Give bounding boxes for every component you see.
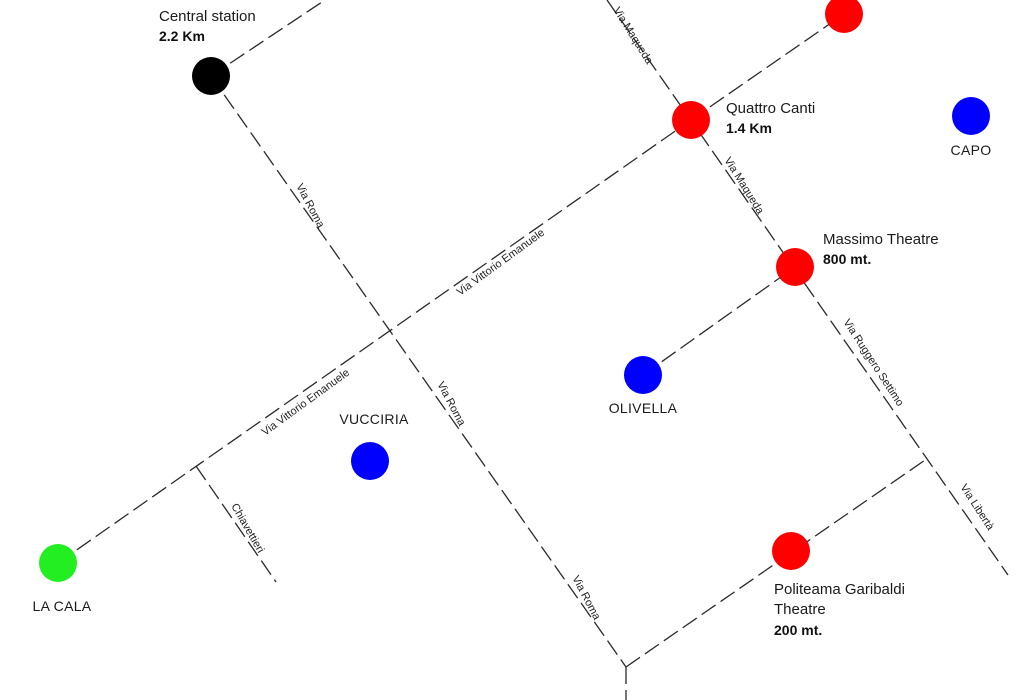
marker-quattro-canti[interactable] — [672, 101, 710, 139]
road-olivella-massimo — [642, 266, 796, 376]
marker-vucciria[interactable] — [351, 442, 389, 480]
label-quattro-canti-distance: 1.4 Km — [726, 120, 772, 136]
landmark-labels: Central station 2.2 Km Quattro Canti 1.4… — [159, 8, 939, 638]
label-massimo-theatre-distance: 800 mt. — [823, 251, 871, 267]
street-label-via-roma-north: Via Roma — [293, 182, 327, 231]
label-central-station-name: Central station — [159, 8, 256, 25]
street-label-via-roma-south: Via Roma — [569, 574, 603, 623]
street-label-chiavettieri: Chiavettieri — [228, 502, 266, 556]
road-via-vittorio-emanuele — [57, 119, 692, 564]
label-politeama-distance: 200 mt. — [774, 622, 822, 638]
road-chiavettieri — [195, 465, 277, 583]
street-label-via-ruggero-settimo: Via Ruggero Settimo — [840, 317, 905, 409]
marker-central-station[interactable] — [192, 57, 230, 95]
road-via-roma — [210, 75, 627, 668]
label-massimo-theatre-name: Massimo Theatre — [823, 231, 939, 248]
label-olivella: OLIVELLA — [609, 400, 678, 416]
street-label-via-vittorio-east: Via Vittorio Emanuele — [455, 227, 547, 299]
street-labels: Via Maqueda Via Maqueda Via Roma Via Rom… — [228, 5, 996, 622]
marker-la-cala[interactable] — [39, 544, 77, 582]
label-quattro-canti-name: Quattro Canti — [726, 100, 815, 117]
label-politeama-name-line2: Theatre — [774, 601, 826, 618]
street-label-via-liberta: Via Libertà — [957, 482, 996, 533]
label-la-cala: LA CALA — [33, 598, 92, 614]
road-network — [57, 0, 1009, 700]
marker-north-landmark[interactable] — [825, 0, 863, 33]
street-label-via-maqueda-north: Via Maqueda — [610, 5, 655, 67]
marker-massimo-theatre[interactable] — [776, 248, 814, 286]
marker-politeama[interactable] — [772, 532, 810, 570]
label-vucciria: VUCCIRIA — [339, 411, 409, 427]
road-via-maqueda — [606, 0, 1009, 576]
marker-olivella[interactable] — [624, 356, 662, 394]
street-label-via-roma-middle: Via Roma — [434, 380, 468, 429]
road-to-north-landmark — [690, 13, 845, 121]
label-capo: CAPO — [951, 142, 992, 158]
road-politeama-link — [625, 457, 929, 668]
markers — [39, 0, 990, 582]
street-label-via-maqueda-south: Via Maqueda — [721, 155, 766, 217]
label-central-station-distance: 2.2 Km — [159, 28, 205, 44]
label-politeama-name-line1: Politeama Garibaldi — [774, 581, 905, 598]
marker-capo[interactable] — [952, 97, 990, 135]
street-label-via-vittorio-west: Via Vittorio Emanuele — [260, 367, 352, 439]
quarter-labels: CAPO OLIVELLA VUCCIRIA LA CALA — [33, 142, 992, 614]
